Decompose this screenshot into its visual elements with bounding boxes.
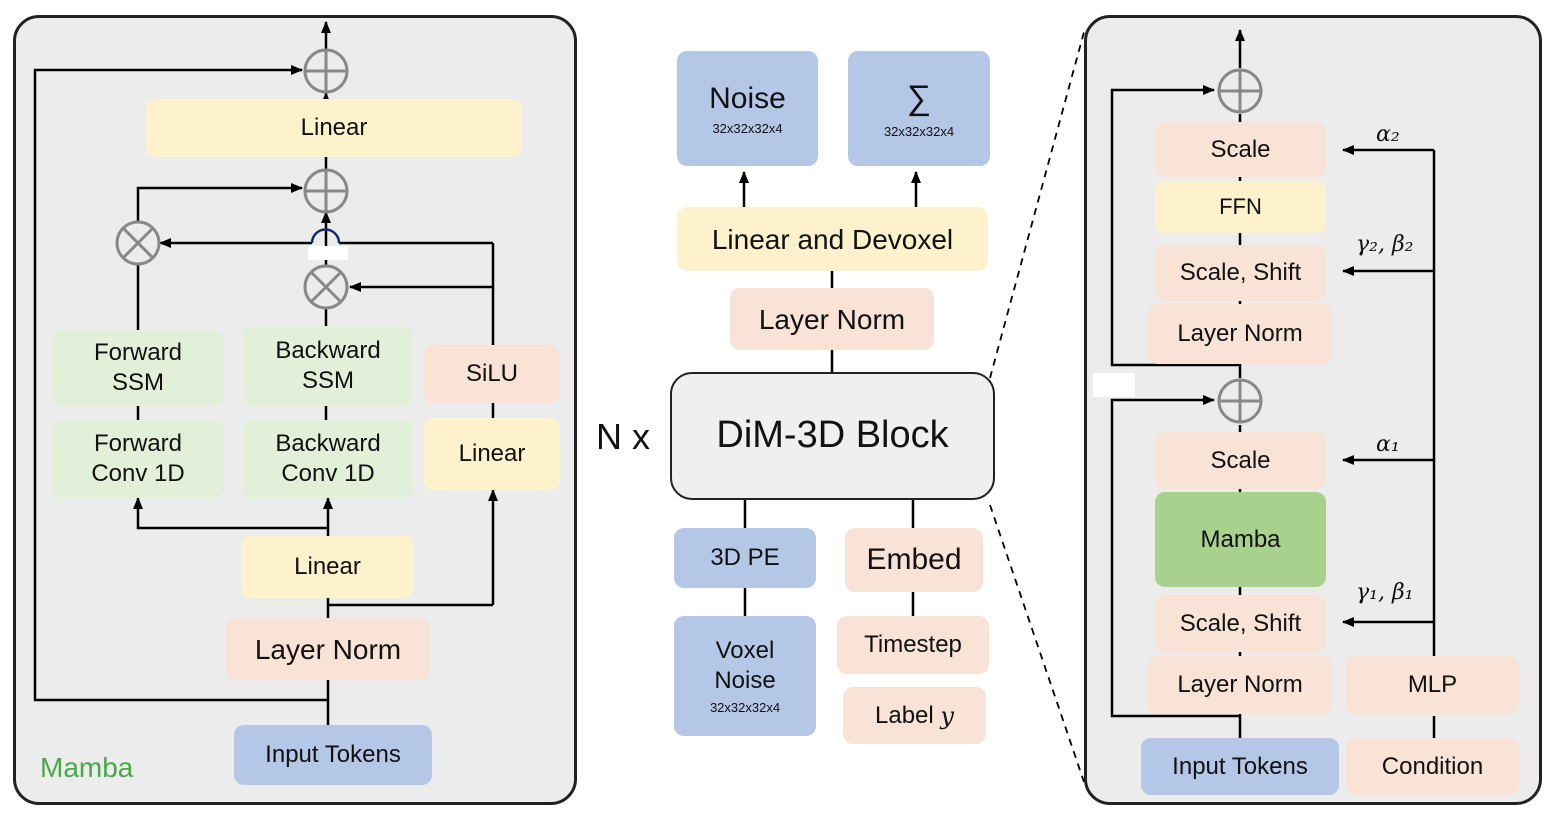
forward-conv-label: Forward Conv 1D — [91, 430, 185, 487]
linear-mid-box: Linear — [241, 536, 414, 598]
wire-gap-mask-right — [1093, 373, 1135, 397]
input-tokens-left-box: Input Tokens — [234, 725, 432, 785]
linear-mid-label: Linear — [294, 553, 361, 580]
scale-top-label: Scale — [1210, 135, 1271, 163]
input-tokens-right-box: Input Tokens — [1141, 738, 1339, 795]
scale-shift-top-label: Scale, Shift — [1179, 259, 1302, 286]
scale-bottom-label: Scale — [1210, 446, 1271, 474]
noise-box: Noise 32x32x32x4 — [677, 51, 818, 166]
ffn-label: FFN — [1219, 194, 1262, 220]
label-text: Label — [875, 701, 941, 729]
ffn-box: FFN — [1155, 181, 1326, 233]
noise-dims: 32x32x32x4 — [712, 121, 783, 137]
input-tokens-right-label: Input Tokens — [1172, 752, 1308, 780]
layer-norm-left-box: Layer Norm — [226, 618, 430, 680]
pe-label: 3D PE — [710, 544, 780, 571]
mamba-block-box: Mamba — [1155, 492, 1326, 587]
forward-conv-box: Forward Conv 1D — [52, 420, 224, 498]
layer-norm-right-bottom-label: Layer Norm — [1177, 671, 1303, 698]
linear-top-label: Linear — [300, 114, 368, 141]
mlp-box: MLP — [1346, 656, 1519, 714]
sigma-box: ∑ 32x32x32x4 — [848, 51, 990, 166]
pe-box: 3D PE — [674, 528, 816, 588]
layer-norm-center-box: Layer Norm — [730, 288, 934, 350]
wire-gap-mask — [308, 246, 348, 260]
scale-shift-bottom-box: Scale, Shift — [1155, 595, 1326, 652]
backward-ssm-box: Backward SSM — [242, 326, 414, 406]
timestep-label: Timestep — [864, 631, 962, 658]
sigma-label: ∑ — [906, 79, 932, 118]
layer-norm-right-bottom-box: Layer Norm — [1148, 656, 1332, 714]
input-tokens-left-label: Input Tokens — [265, 741, 401, 768]
backward-ssm-label: Backward SSM — [275, 337, 381, 394]
layer-norm-right-top-box: Layer Norm — [1148, 304, 1332, 364]
linear-devoxel-box: Linear and Devoxel — [677, 207, 988, 271]
condition-label: Condition — [1381, 752, 1484, 780]
alpha1-label: α₁ — [1376, 432, 1400, 457]
silu-box: SiLU — [424, 345, 560, 403]
label-y-box: Label y — [843, 687, 986, 744]
mlp-label: MLP — [1407, 671, 1458, 698]
scale-shift-top-box: Scale, Shift — [1155, 245, 1326, 301]
sigma-dims: 32x32x32x4 — [883, 123, 955, 139]
layer-norm-right-top-label: Layer Norm — [1177, 320, 1303, 347]
n-x-label: N x — [596, 416, 650, 457]
voxel-noise-label: Voxel Noise — [714, 636, 776, 694]
silu-label: SiLU — [465, 360, 519, 387]
condition-box: Condition — [1346, 738, 1519, 795]
timestep-box: Timestep — [837, 616, 989, 674]
noise-label: Noise — [709, 81, 786, 115]
mamba-block-label: Mamba — [1200, 525, 1281, 553]
forward-ssm-label: Forward SSM — [93, 339, 183, 396]
scale-shift-bottom-label: Scale, Shift — [1179, 609, 1302, 637]
linear-right-box: Linear — [424, 418, 560, 490]
label-variable: y — [940, 701, 954, 730]
embed-label: Embed — [866, 543, 962, 577]
linear-right-label: Linear — [458, 440, 526, 467]
alpha2-label: α₂ — [1376, 122, 1400, 147]
backward-conv-box: Backward Conv 1D — [242, 420, 414, 498]
layer-norm-left-label: Layer Norm — [254, 633, 402, 665]
scale-bottom-box: Scale — [1155, 432, 1326, 489]
voxel-dims: 32x32x32x4 — [709, 699, 781, 715]
mamba-panel-title: Mamba — [40, 752, 134, 783]
scale-top-box: Scale — [1155, 122, 1326, 177]
forward-ssm-box: Forward SSM — [52, 330, 224, 406]
backward-conv-label: Backward Conv 1D — [275, 430, 381, 487]
dim3d-block-label: DiM-3D Block — [716, 414, 949, 457]
dim3d-block-box: DiM-3D Block — [670, 372, 995, 500]
layer-norm-center-label: Layer Norm — [758, 303, 906, 335]
linear-devoxel-label: Linear and Devoxel — [711, 223, 954, 255]
linear-top-box: Linear — [146, 99, 522, 157]
gamma1-beta1-label: γ₁, β₁ — [1356, 580, 1414, 605]
embed-box: Embed — [845, 528, 983, 592]
voxel-noise-box: Voxel Noise 32x32x32x4 — [674, 616, 816, 736]
gamma2-beta2-label: γ₂, β₂ — [1356, 232, 1414, 257]
